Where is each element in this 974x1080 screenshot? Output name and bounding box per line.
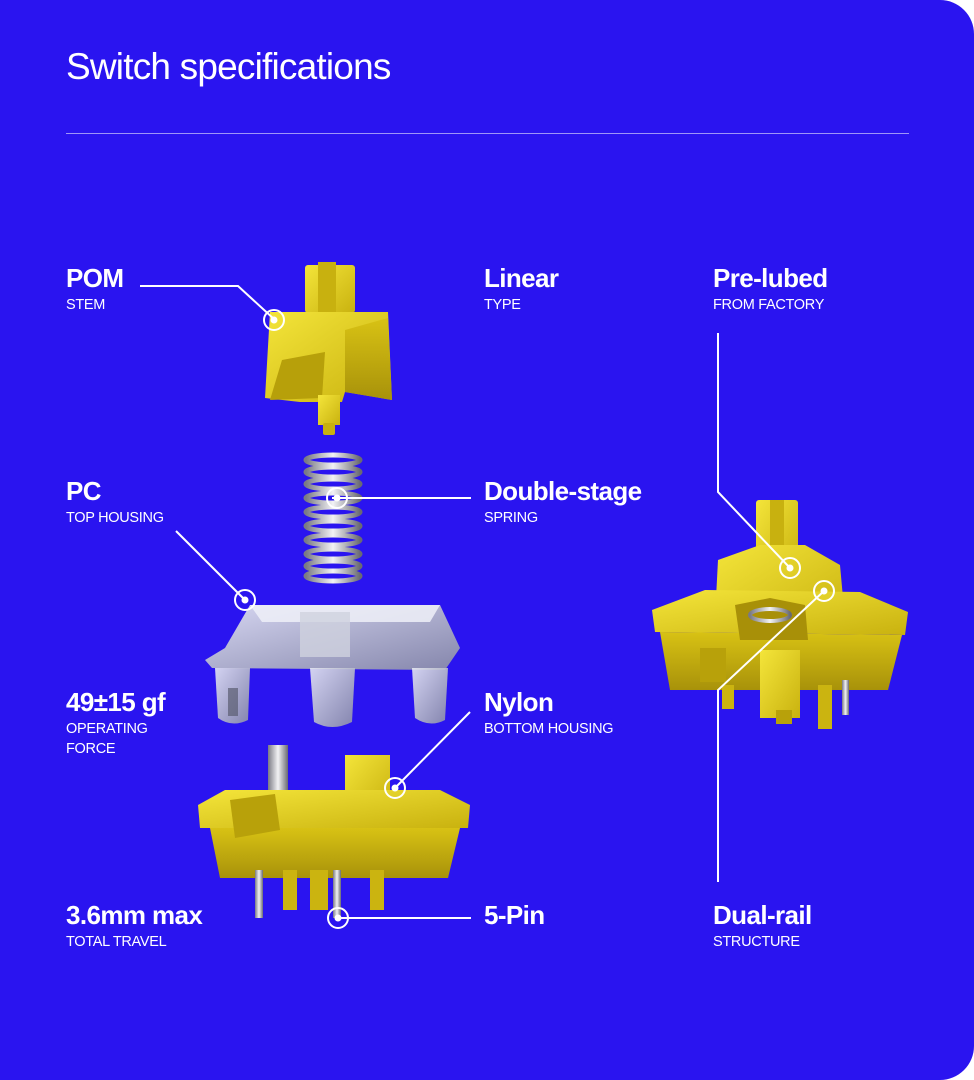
spec-bottom-housing: Nylon BOTTOM HOUSING	[484, 687, 614, 739]
spring-part	[303, 452, 363, 584]
spec-label: STRUCTURE	[713, 934, 800, 950]
spec-label: SPRING	[484, 510, 538, 526]
spec-label: BOTTOM HOUSING	[484, 721, 614, 737]
assembled-switch	[652, 500, 908, 729]
spec-type: Linear TYPE	[484, 263, 559, 315]
spec-value: 49±15 gf	[66, 687, 166, 717]
leader-lines	[140, 285, 825, 919]
spec-rail: Dual-rail STRUCTURE	[713, 900, 812, 952]
spec-value: 5-Pin	[484, 900, 545, 930]
stem-part	[265, 262, 392, 435]
spec-pins: 5-Pin	[484, 900, 545, 930]
spec-force: 49±15 gf OPERATING FORCE	[66, 687, 166, 759]
marker-dots	[241, 316, 828, 922]
bottom-housing-part	[198, 745, 470, 918]
spec-value: POM	[66, 263, 124, 293]
spec-value: Linear	[484, 263, 559, 293]
marker-rings	[234, 309, 835, 929]
spec-travel: 3.6mm max TOTAL TRAVEL	[66, 900, 203, 952]
spec-label: OPERATING FORCE	[66, 721, 148, 757]
spec-value: 3.6mm max	[66, 900, 203, 930]
spec-lube: Pre-lubed FROM FACTORY	[713, 263, 828, 315]
title-divider	[66, 133, 909, 134]
spec-spring: Double-stage SPRING	[484, 476, 642, 528]
top-housing-part	[205, 605, 460, 727]
spec-value: Double-stage	[484, 476, 642, 506]
page-title: Switch specifications	[66, 46, 391, 87]
spec-value: Dual-rail	[713, 900, 812, 930]
spec-label: STEM	[66, 297, 106, 313]
spec-value: Pre-lubed	[713, 263, 828, 293]
spec-value: PC	[66, 476, 102, 506]
spec-label: TOP HOUSING	[66, 510, 164, 526]
spec-label: TYPE	[484, 297, 521, 313]
spec-value: Nylon	[484, 687, 554, 717]
spec-stem: POM STEM	[66, 263, 124, 315]
spec-label: FROM FACTORY	[713, 297, 825, 313]
spec-top-housing: PC TOP HOUSING	[66, 476, 164, 528]
spec-label: TOTAL TRAVEL	[66, 934, 167, 950]
